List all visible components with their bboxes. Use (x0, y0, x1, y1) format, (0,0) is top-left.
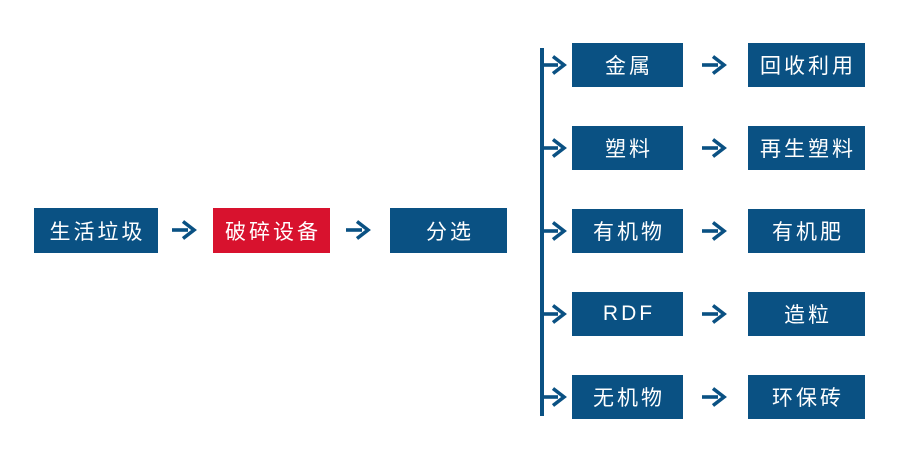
node-label: 再生塑料 (760, 138, 856, 161)
node-label: 分选 (426, 220, 474, 244)
arrow-right-icon (701, 302, 727, 326)
node-label: 塑料 (605, 138, 653, 161)
node-metal: 金属 (572, 43, 683, 87)
arrow-right-icon (541, 385, 567, 409)
node-label: 回收利用 (760, 55, 856, 78)
node-crushing-equipment: 破碎设备 (213, 208, 330, 253)
node-label: 金属 (605, 55, 653, 78)
node-recycled-plastic: 再生塑料 (748, 126, 865, 170)
node-label: 有机物 (593, 221, 665, 244)
node-eco-brick: 环保砖 (748, 375, 865, 419)
node-recycling-use: 回收利用 (748, 43, 865, 87)
node-label: 无机物 (593, 387, 665, 410)
node-household-waste: 生活垃圾 (34, 208, 158, 253)
node-organic-fertilizer: 有机肥 (748, 209, 865, 253)
node-label: 有机肥 (772, 221, 844, 244)
node-label: 破碎设备 (225, 220, 321, 244)
node-label: 造粒 (784, 304, 832, 327)
node-rdf: RDF (572, 292, 683, 336)
node-label: 生活垃圾 (49, 220, 146, 244)
node-label: 环保砖 (772, 387, 844, 410)
arrow-right-icon (701, 385, 727, 409)
node-label: RDF (602, 302, 656, 325)
arrow-right-icon (541, 136, 567, 160)
arrow-right-icon (541, 53, 567, 77)
arrow-right-icon (345, 218, 371, 242)
arrow-right-icon (701, 53, 727, 77)
arrow-right-icon (701, 219, 727, 243)
node-plastic: 塑料 (572, 126, 683, 170)
node-granulation: 造粒 (748, 292, 865, 336)
node-sorting: 分选 (390, 208, 507, 253)
arrow-right-icon (541, 219, 567, 243)
arrow-right-icon (541, 302, 567, 326)
node-organic-matter: 有机物 (572, 209, 683, 253)
arrow-right-icon (701, 136, 727, 160)
node-inorganic-matter: 无机物 (572, 375, 683, 419)
arrow-right-icon (171, 218, 197, 242)
